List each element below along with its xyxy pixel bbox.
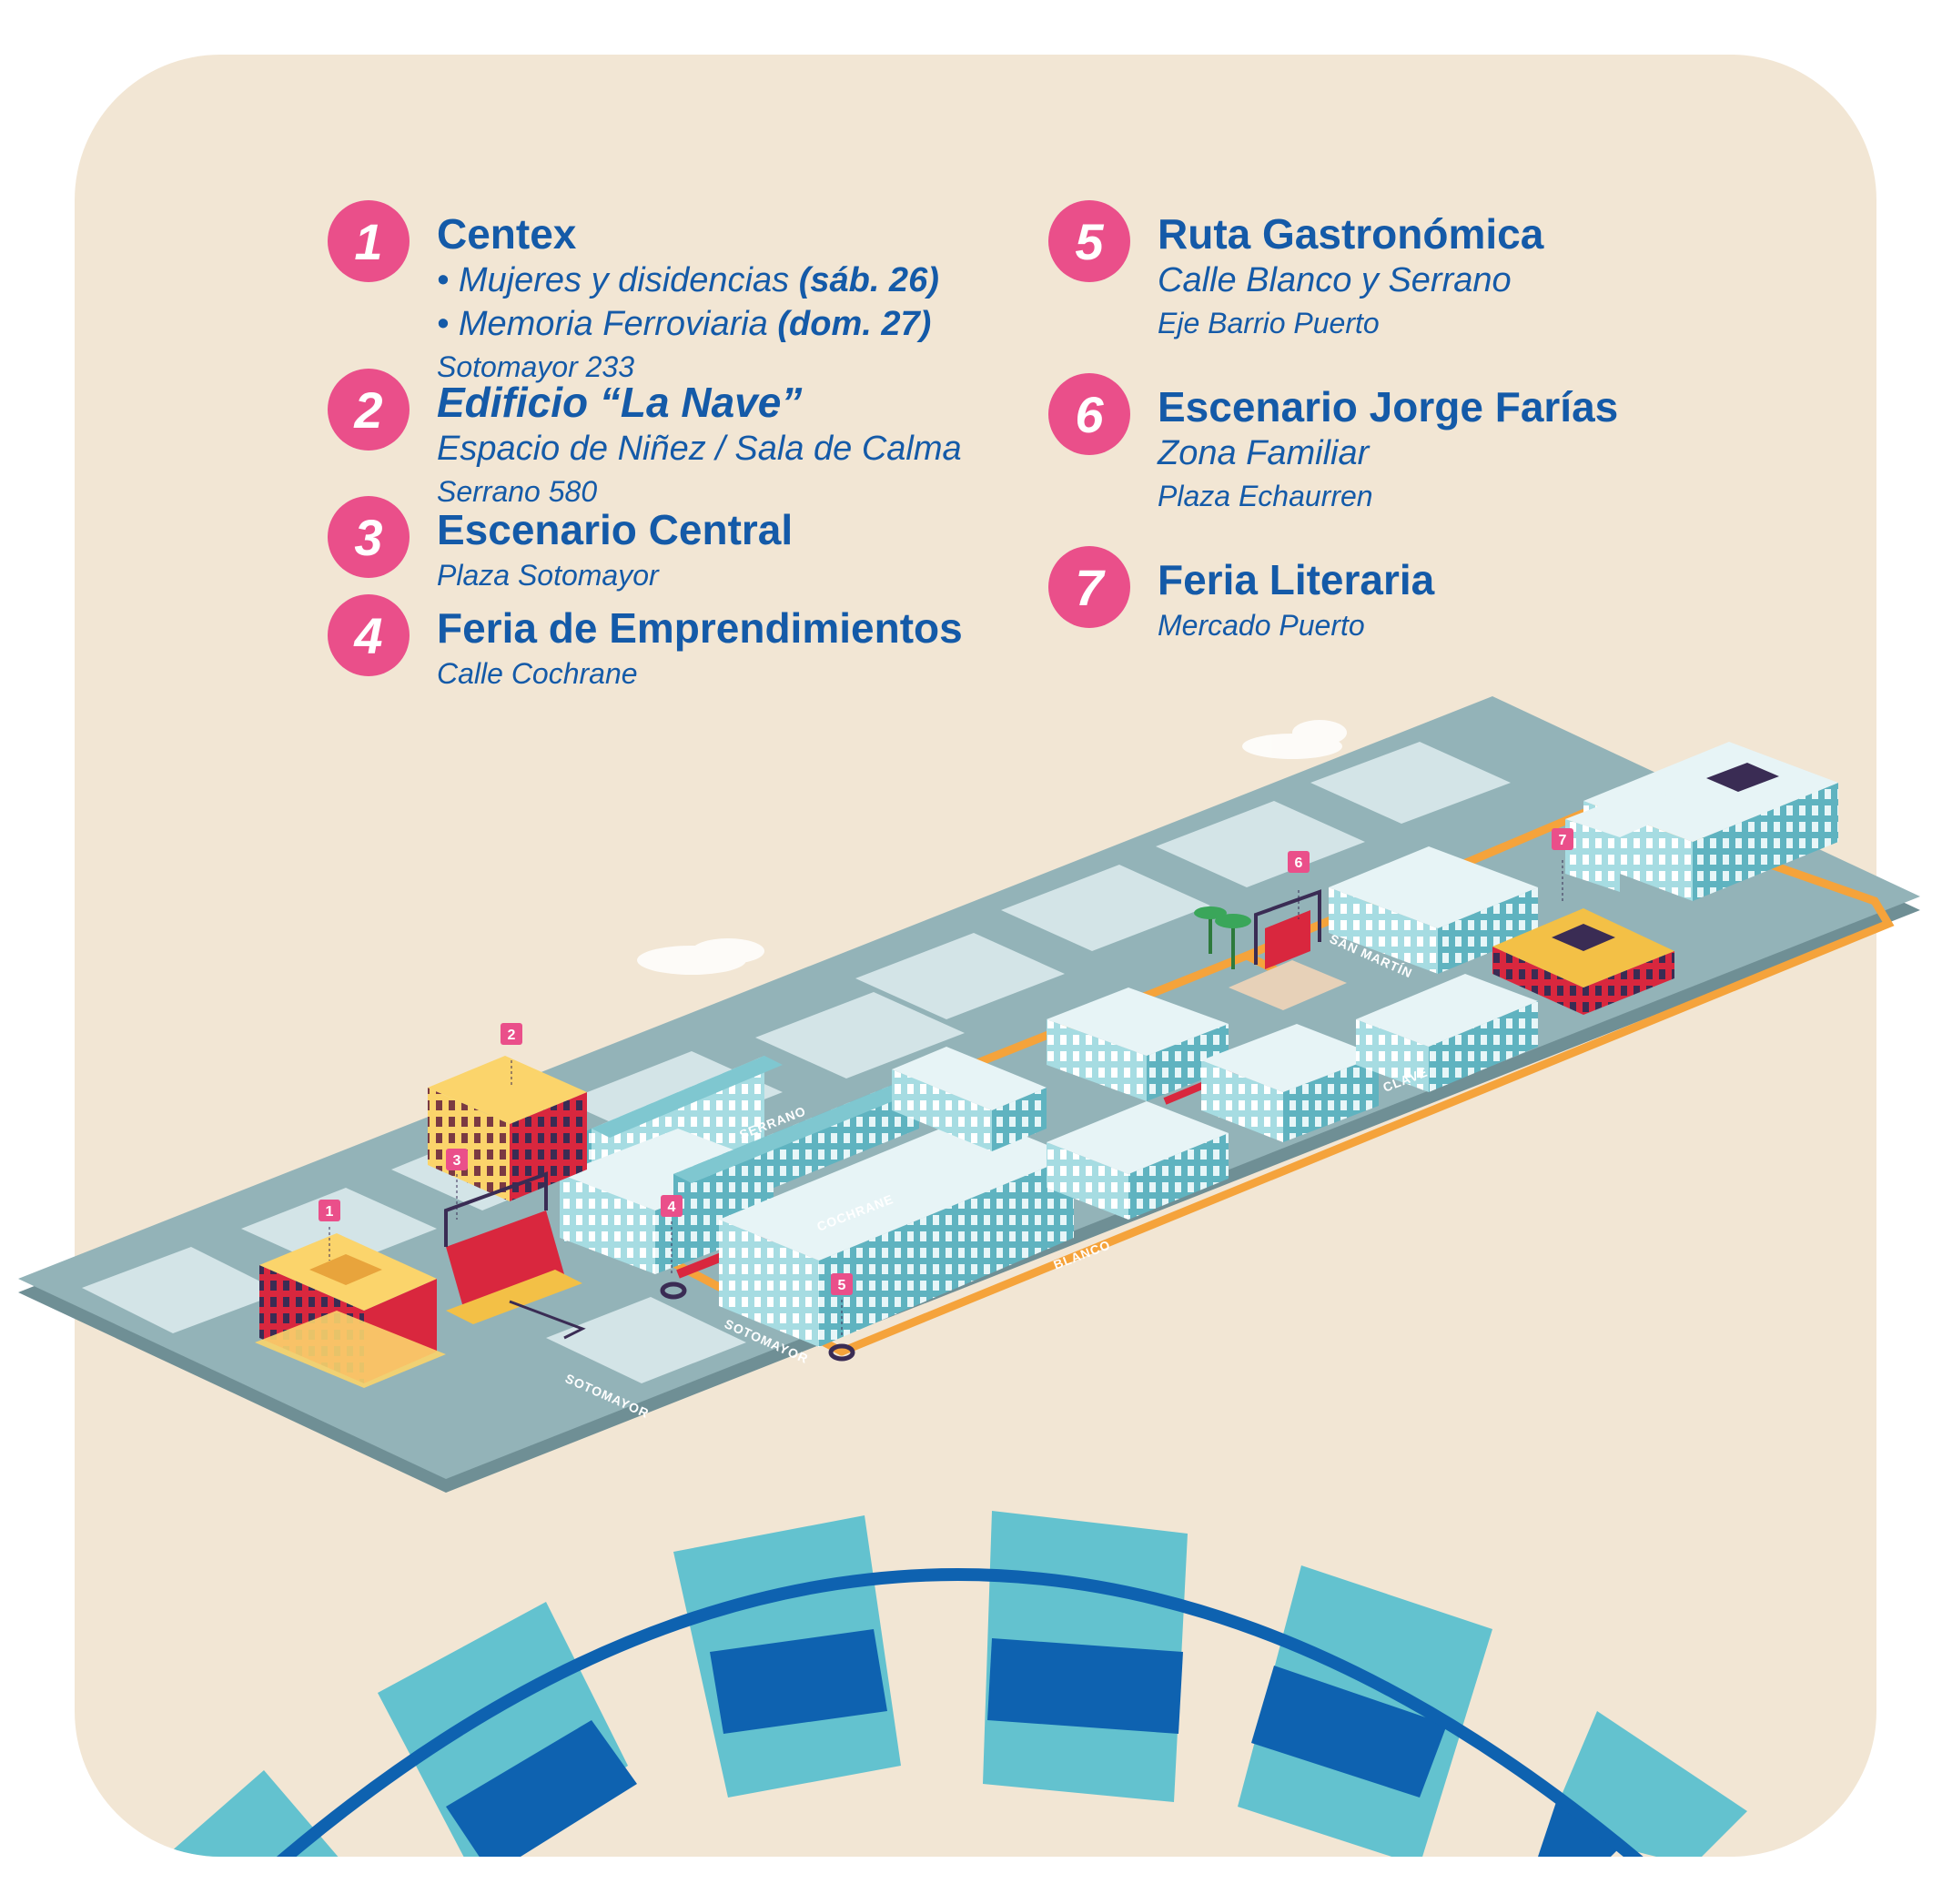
pin-label-7: 7 xyxy=(1559,833,1567,848)
building-echaurren-block xyxy=(1356,974,1538,1092)
legend-bullet-memoria: • Memoria Ferroviaria (dom. 27) xyxy=(437,302,939,346)
legend-title-feria-literaria: Feria Literaria xyxy=(1158,556,1435,603)
legend-address-feria-emprendimientos: Calle Cochrane xyxy=(437,657,638,690)
map-pin-5[interactable]: 5 xyxy=(831,1273,853,1338)
route-endpoint-cochrane xyxy=(660,1281,687,1300)
building-centex xyxy=(255,1233,446,1388)
legend-subtitle-ruta-gastronomica: Calle Blanco y Serrano xyxy=(1158,261,1512,299)
legend-text-5: Ruta Gastronómica Calle Blanco y Serrano… xyxy=(1158,200,1543,344)
legend-text-3: Escenario Central Plaza Sotomayor xyxy=(437,496,793,596)
building-plaza-block xyxy=(1047,987,1229,1101)
pin-label-5: 5 xyxy=(838,1278,846,1293)
route-endpoint-blanco xyxy=(828,1343,855,1362)
pin-label-2: 2 xyxy=(508,1028,516,1043)
legend-text-4: Feria de Emprendimientos Calle Cochrane xyxy=(437,594,963,694)
legend-subtitle-escenario-jorge-farias: Zona Familiar xyxy=(1158,434,1370,472)
bullet-date: (sáb. 26) xyxy=(798,261,939,299)
legend-badge-1: 1 xyxy=(328,200,410,282)
map-pin-4[interactable]: 4 xyxy=(661,1195,683,1274)
map-pin-6[interactable]: 6 xyxy=(1288,851,1310,919)
legend-title-la-nave: Edificio “La Nave” xyxy=(437,379,803,426)
pin-label-6: 6 xyxy=(1295,856,1303,871)
pin-label-3: 3 xyxy=(453,1153,461,1169)
map-pin-1[interactable]: 1 xyxy=(319,1200,340,1261)
legend-address-ruta-gastronomica: Eje Barrio Puerto xyxy=(1158,307,1380,339)
map-pin-7[interactable]: 7 xyxy=(1552,828,1573,901)
legend-title-escenario-jorge-farias: Escenario Jorge Farías xyxy=(1158,383,1619,430)
stage-jorge-farias xyxy=(1194,889,1347,1010)
pin-label-1: 1 xyxy=(326,1204,334,1220)
legend-text-2: Edificio “La Nave” Espacio de Niñez / Sa… xyxy=(437,369,962,512)
legend-badge-4: 4 xyxy=(328,594,410,676)
decorative-arch xyxy=(155,1511,1747,1857)
legend-address-centex: Sotomayor 233 xyxy=(437,350,635,383)
building-san-martin-row xyxy=(1329,846,1538,974)
building-cochrane-row xyxy=(673,1074,937,1229)
legend-subtitle-la-nave: Espacio de Niñez / Sala de Calma xyxy=(437,430,962,468)
building-sotomayor-corner xyxy=(719,1115,1074,1347)
legend-bullet-mujeres: • Mujeres y disidencias (sáb. 26) xyxy=(437,258,939,302)
legend-address-escenario-central: Plaza Sotomayor xyxy=(437,559,659,592)
map-pin-2[interactable]: 2 xyxy=(501,1023,522,1088)
legend-address-feria-literaria: Mercado Puerto xyxy=(1158,609,1365,642)
legend-badge-5: 5 xyxy=(1048,200,1130,282)
building-blanco-mid xyxy=(892,1047,1047,1151)
bullet-text: • Mujeres y disidencias xyxy=(437,261,799,299)
building-mercado-puerto xyxy=(1492,908,1674,1015)
legend-title-escenario-central: Escenario Central xyxy=(437,506,794,553)
legend-title-centex: Centex xyxy=(437,210,577,258)
legend-text-1: Centex • Mujeres y disidencias (sáb. 26)… xyxy=(437,200,939,388)
building-center-block xyxy=(1047,1101,1229,1220)
legend-text-6: Escenario Jorge Farías Zona Familiar Pla… xyxy=(1158,373,1618,517)
building-la-nave xyxy=(428,1056,587,1201)
pin-label-4: 4 xyxy=(668,1200,676,1215)
bullet-text: • Memoria Ferroviaria xyxy=(437,305,778,343)
stage-escenario-central xyxy=(444,1171,586,1340)
clouds xyxy=(637,720,1347,975)
legend-address-la-nave: Serrano 580 xyxy=(437,475,598,508)
map-pin-3[interactable]: 3 xyxy=(446,1149,468,1220)
legend-address-escenario-jorge-farias: Plaza Echaurren xyxy=(1158,480,1373,512)
building-mercado-left xyxy=(1565,787,1693,892)
legend-badge-7: 7 xyxy=(1048,546,1130,628)
building-clave-block xyxy=(1201,1024,1379,1142)
legend-badge-6: 6 xyxy=(1048,373,1130,455)
legend-text-7: Feria Literaria Mercado Puerto xyxy=(1158,546,1434,646)
bullet-date: (dom. 27) xyxy=(777,305,932,343)
legend-title-feria-emprendimientos: Feria de Emprendimientos xyxy=(437,604,963,652)
legend-title-ruta-gastronomica: Ruta Gastronómica xyxy=(1158,210,1544,258)
legend-badge-2: 2 xyxy=(328,369,410,451)
legend-badge-3: 3 xyxy=(328,496,410,578)
